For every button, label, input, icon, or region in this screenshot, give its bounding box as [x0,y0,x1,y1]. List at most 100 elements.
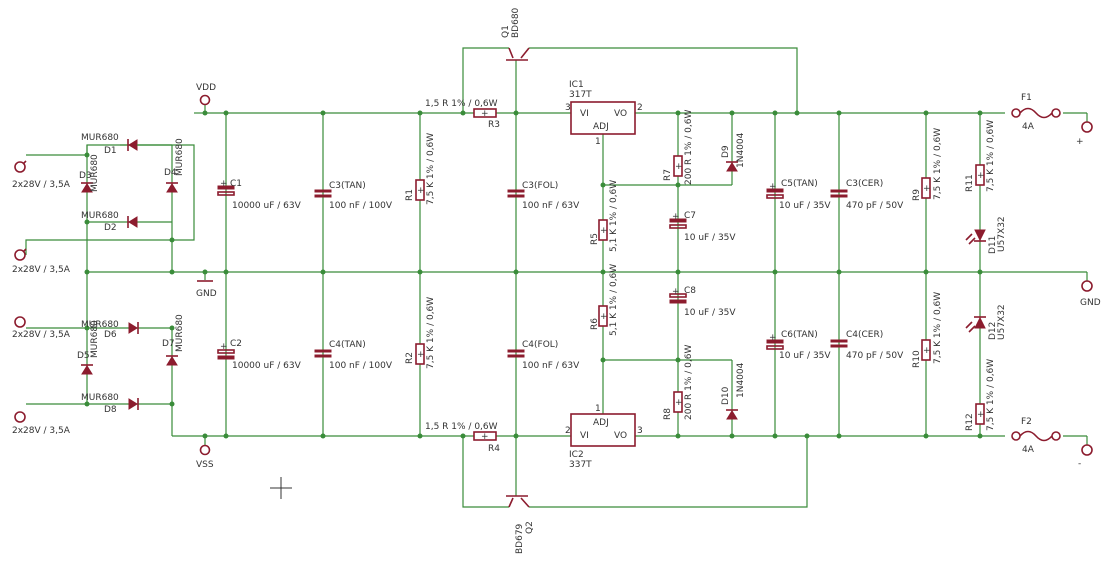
q1-ref: Q1 [501,25,511,38]
capacitor-c4-cer[interactable]: C4(CER) 470 pF / 50V [830,330,904,361]
regulator-ic2[interactable]: ADJ VI VO 2 3 1 IC2 337T [565,404,643,470]
resistor-r11[interactable]: + R11 7,5 K 1% / 0,6W [965,120,996,192]
fuse-f1[interactable]: F1 4A [1011,93,1061,132]
r8-value: 200 R 1% / 0,6W [684,345,694,420]
diode-d3[interactable]: D3 MUR680 [79,154,100,193]
output-plus-terminal[interactable]: + [1076,121,1093,147]
c4tan-ref: C4(TAN) [329,340,366,350]
resistor-r8[interactable]: + R8 200 R 1% / 0,6W [663,345,694,420]
input-connector-2[interactable]: 2x28V / 3,5A [12,248,71,275]
input-label-4: 2x28V / 3,5A [12,426,71,436]
r2-value: 7,5 K 1% / 0,6W [426,297,436,369]
input-label-3: 2x28V / 3,5A [12,330,71,340]
r11-ref: R11 [965,174,975,192]
d5-ref: D5 [77,351,90,361]
resistor-r7[interactable]: + R7 200 R 1% / 0,6W [663,110,694,185]
d3-value: MUR680 [90,154,100,192]
svg-text:+: + [923,346,931,356]
svg-text:+: + [672,287,680,297]
gnd-out-label: GND [1080,298,1101,308]
diode-d5[interactable]: D5 MUR680 [77,320,100,375]
fuse-f2[interactable]: F2 4A [1011,417,1061,455]
output-minus-terminal[interactable]: - [1078,444,1093,469]
capacitor-c7[interactable]: + C7 10 uF / 35V [669,211,736,243]
input-connector-3[interactable]: 2x28V / 3,5A [12,316,71,340]
c3fol-value: 100 nF / 63V [522,201,580,211]
c7-value: 10 uF / 35V [684,233,736,243]
r2-ref: R2 [405,352,415,364]
diode-d10[interactable]: D10 1N4004 [721,362,746,420]
diode-d9[interactable]: D9 1N4004 [721,132,746,172]
capacitor-c2[interactable]: + C2 10000 uF / 63V [217,339,302,371]
ic1-vi: VI [580,109,589,119]
ic2-pin1: 1 [595,404,601,414]
resistor-r1[interactable]: + R1 7,5 K 1% / 0,6W [405,133,436,205]
d1-ref: D1 [104,146,117,156]
diode-d6[interactable]: MUR680 D6 [81,320,139,340]
led-d12[interactable]: D12 U57X32 [965,304,1007,340]
diode-d4[interactable]: D4 MUR680 [164,138,185,193]
c3cer-ref: C3(CER) [846,179,883,189]
d2-ref: D2 [104,223,117,233]
resistor-r12[interactable]: + R12 7,5 K 1% / 0,6W [965,359,996,431]
diode-d8[interactable]: MUR680 D8 [81,393,139,415]
ic2-pin3: 3 [637,426,643,436]
capacitor-c6-tan[interactable]: + C6(TAN) 10 uF / 35V [766,330,831,361]
r6-ref: R6 [590,318,600,330]
r12-ref: R12 [965,413,975,431]
gnd-label: GND [196,289,217,299]
vss-terminal[interactable]: VSS [196,444,214,471]
svg-text:+: + [977,410,985,420]
ic1-vo: VO [614,109,627,119]
capacitor-c3-cer[interactable]: C3(CER) 470 pF / 50V [830,179,904,211]
resistor-r6[interactable]: + R6 5,1 K 1% / 0,6W [590,264,619,336]
vss-label: VSS [196,460,214,470]
resistor-r9[interactable]: + R9 7,5 K 1% / 0,6W [912,128,943,201]
capacitor-c8[interactable]: + C8 10 uF / 35V [669,286,736,318]
d1-value: MUR680 [81,133,119,143]
d4-ref: D4 [164,168,177,178]
c3fol-ref: C3(FOL) [522,181,558,191]
vdd-terminal[interactable]: VDD [196,83,216,106]
svg-text:+: + [923,184,931,194]
diode-d7[interactable]: D7 MUR680 [162,314,185,366]
resistor-r4[interactable]: + 1,5 R 1% / 0,6W R4 [425,422,500,454]
svg-text:+: + [675,398,683,408]
input-connector-1[interactable]: 2x28V / 3,5A [12,160,71,190]
regulator-ic1[interactable]: IC1 317T VI VO ADJ 3 2 1 [565,80,643,147]
ic2-adj: ADJ [593,418,609,428]
c2-ref: C2 [230,339,242,349]
capacitor-c3-tan[interactable]: C3(TAN) 100 nF / 100V [314,181,393,211]
resistor-r5[interactable]: + R5 5,1 K 1% / 0,6W [590,180,619,252]
diode-d2[interactable]: MUR680 D2 [81,211,138,233]
d7-value: MUR680 [175,314,185,352]
capacitor-c5-tan[interactable]: + C5(TAN) 10 uF / 35V [766,179,831,211]
output-gnd-terminal[interactable]: GND [1080,280,1101,308]
resistor-r2[interactable]: + R2 7,5 K 1% / 0,6W [405,297,436,369]
r4-ref: R4 [488,444,500,454]
transistor-q2[interactable]: BD679 Q2 [506,495,535,554]
f2-value: 4A [1022,445,1035,455]
ic2-vo: VO [614,431,627,441]
led-d11[interactable]: D11 U57X32 [965,216,1007,254]
input-connector-4[interactable]: 2x28V / 3,5A [12,411,71,436]
svg-text:+: + [977,171,985,181]
d3-ref: D3 [79,171,92,181]
ic1-pin1: 1 [595,137,601,147]
c1-ref: C1 [230,179,242,189]
gnd-symbol[interactable]: GND [196,280,217,299]
resistor-r3[interactable]: + 1,5 R 1% / 0,6W R3 [425,99,500,130]
diode-d1[interactable]: MUR680 D1 [81,133,172,156]
c3tan-ref: C3(TAN) [329,181,366,191]
svg-text:+: + [481,432,489,442]
capacitor-c4-tan[interactable]: C4(TAN) 100 nF / 100V [314,340,393,371]
r5-value: 5,1 K 1% / 0,6W [609,180,619,252]
capacitor-c4-fol[interactable]: C4(FOL) 100 nF / 63V [507,340,580,371]
transistor-q1[interactable]: Q1 BD680 [501,7,530,61]
resistor-r10[interactable]: + R10 7,5 K 1% / 0,6W [912,292,943,368]
capacitor-c1[interactable]: + C1 10000 uF / 63V [217,179,302,211]
r10-ref: R10 [912,350,922,368]
capacitor-c3-fol[interactable]: C3(FOL) 100 nF / 63V [507,181,580,211]
r9-value: 7,5 K 1% / 0,6W [933,128,943,200]
